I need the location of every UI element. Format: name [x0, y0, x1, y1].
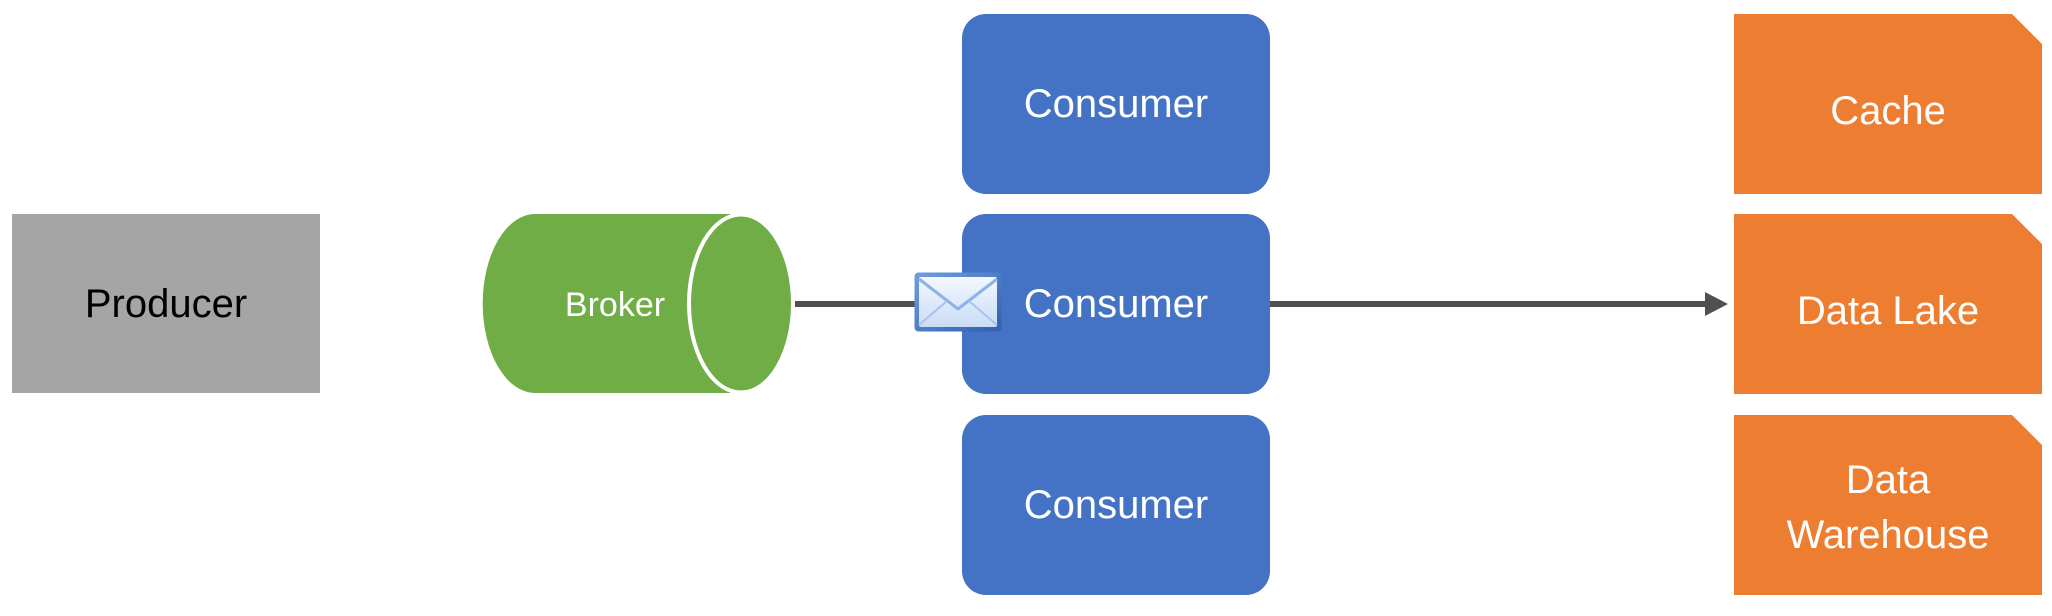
broker-end-cap [687, 212, 795, 395]
consumer-label: Consumer [1023, 82, 1209, 126]
store-label: Data Warehouse [1786, 457, 1990, 557]
broker-label: Broker [564, 286, 666, 324]
data-warehouse-node: Data Warehouse [1734, 415, 2042, 595]
consumer-node: Consumer [962, 214, 1270, 394]
arrowhead [1705, 292, 1728, 316]
cache-node: Cache [1734, 14, 2042, 194]
store-label: Data Lake [1796, 289, 1980, 333]
consumer-node: Consumer [962, 14, 1270, 194]
consumer-label: Consumer [1023, 282, 1209, 326]
consumer-to-datalake-arrow [1268, 292, 1728, 316]
envelope-icon [914, 272, 1002, 332]
broker-cylinder [482, 212, 795, 395]
consumer-label: Consumer [1023, 483, 1209, 527]
consumer-node: Consumer [962, 415, 1270, 595]
producer-node: Producer [12, 214, 320, 393]
store-label: Cache [1830, 89, 1946, 133]
data-lake-node: Data Lake [1734, 214, 2042, 394]
producer-label: Producer [84, 281, 248, 326]
